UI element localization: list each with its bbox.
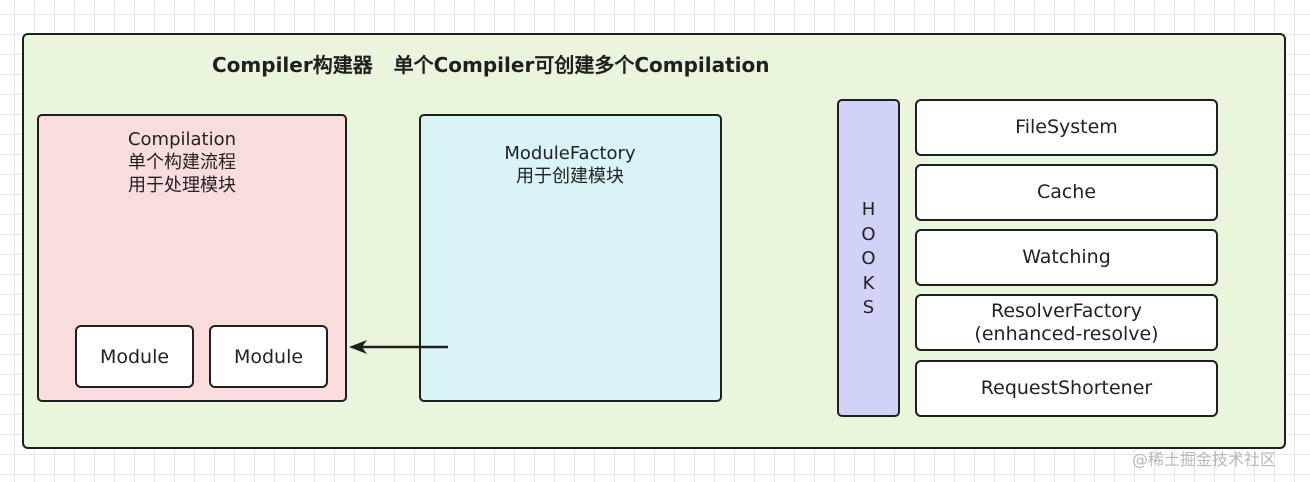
service-resolverfactory-sublabel: (enhanced-resolve) [974,322,1159,345]
module-box-2: Module [209,325,328,388]
service-resolverfactory: ResolverFactory (enhanced-resolve) [915,294,1218,351]
service-cache-label: Cache [1036,181,1097,203]
compilation-title: Compilation [127,129,237,150]
factory-to-module-arrow [349,340,448,354]
module-box-1: Module [75,325,194,388]
service-cache: Cache [915,164,1218,221]
compilation-label: Compilation 单个构建流程 用于处理模块 [37,128,327,197]
compilation-desc-line1: 单个构建流程 [128,152,236,173]
service-requestshortener-label: RequestShortener [980,377,1153,399]
hooks-label: H O O K S [837,198,900,321]
service-watching-label: Watching [1022,246,1111,268]
hooks-letter-h: H [861,199,876,220]
module-factory-desc: 用于创建模块 [516,166,624,187]
hooks-letter-s: S [862,297,875,318]
hooks-letter-o2: O [861,248,876,269]
service-requestshortener: RequestShortener [915,360,1218,417]
hooks-box [837,99,900,417]
arrow-head [349,340,367,354]
service-filesystem: FileSystem [915,99,1218,156]
service-watching: Watching [915,229,1218,286]
compiler-title: Compiler构建器 单个Compiler可创建多个Compilation [212,53,770,77]
hooks-letter-k: K [862,272,875,294]
compilation-desc-line2: 用于处理模块 [128,175,236,196]
module-factory-label: ModuleFactory 用于创建模块 [420,142,720,188]
module-factory-title: ModuleFactory [504,143,636,164]
service-filesystem-label: FileSystem [1015,116,1118,138]
module-factory-box [419,114,722,402]
hooks-letter-o1: O [861,223,876,245]
service-resolverfactory-label: ResolverFactory [991,299,1142,322]
watermark: @稀土掘金技术社区 [1132,450,1277,469]
